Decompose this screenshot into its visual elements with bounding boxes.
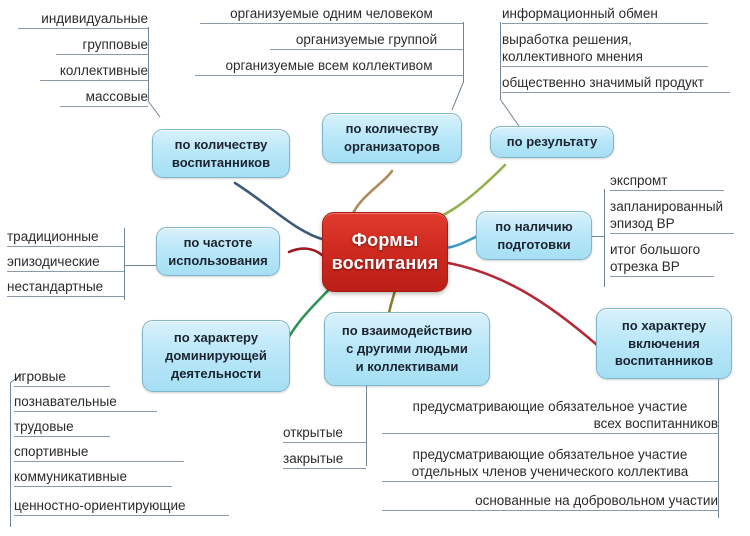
node-nalichie-podgotovki[interactable]: по наличию подготовки — [476, 211, 592, 260]
bracket-leg-kv — [147, 100, 161, 118]
bracket-rail-vz — [366, 386, 367, 466]
node-harakter-vklyucheniya[interactable]: по характеру включения воспитанников — [596, 308, 732, 379]
leaf-tradicionnye: традиционные — [7, 228, 124, 247]
bracket-rail-ci — [124, 228, 125, 300]
center-node[interactable]: Формы воспитания — [322, 212, 448, 292]
leaf-predusm-b-line1: предусматривающие обязательное участие — [412, 447, 688, 462]
bracket-leg-pr — [499, 98, 520, 127]
leaf-zaplan-line2: эпизод ВР — [610, 215, 734, 234]
leaf-vyrabotka-line1: выработка решения, — [502, 32, 632, 47]
node-label-line: воспитанников — [614, 353, 714, 369]
leaf-org-odnim: организуемые одним человеком — [200, 5, 463, 24]
leaf-obshch-produkt: общественно значимый продукт — [502, 74, 730, 93]
leaf-itog-line1: итог большого — [610, 242, 701, 257]
leaf-massovye: массовые — [60, 88, 148, 107]
leaf-trudovye: трудовые — [14, 418, 110, 437]
bracket-rail-np — [604, 189, 605, 287]
leaf-vyrabotka-line2: коллективного мнения — [502, 48, 708, 67]
leaf-predusm-a-line2: всех воспитанников — [382, 415, 718, 434]
leaf-epizodicheskie: эпизодические — [7, 253, 124, 272]
node-label-line: по наличию — [495, 218, 573, 234]
leaf-zakrytye: закрытые — [283, 450, 366, 469]
node-chastota-ispolzovaniya[interactable]: по частоте использования — [156, 227, 280, 276]
leaf-poznavatelnye: познавательные — [14, 393, 157, 412]
center-node-line1: Формы — [351, 229, 419, 250]
node-po-rezultatu[interactable]: по результату — [490, 126, 614, 158]
node-label-line: подготовки — [497, 236, 571, 252]
node-label-line: по количеству — [174, 136, 268, 152]
node-label-line: с другими людьми — [346, 341, 468, 357]
leaf-gruppovye: групповые — [56, 36, 148, 55]
leaf-igrovye: игровые — [14, 368, 110, 387]
node-label-line: по характеру — [173, 330, 259, 346]
leaf-nestandartnye: нестандартные — [7, 278, 124, 297]
link-nalichie-podgotovki — [444, 234, 480, 250]
bracket-rail-pr — [500, 22, 501, 99]
leaf-itog-line2: отрезка ВР — [610, 258, 714, 277]
bracket-leg-ko — [451, 82, 464, 111]
leaf-osnovannye: основанные на добровольном участии — [382, 492, 718, 511]
node-label-line: и коллективами — [355, 358, 459, 374]
node-kolichestvo-organizatorov[interactable]: по количеству организаторов — [322, 113, 462, 163]
leaf-org-vsem: организуемые всем коллективом — [195, 57, 463, 76]
leaf-sportivnye: спортивные — [14, 443, 184, 462]
link-chastota-ispolzovaniya — [287, 247, 324, 257]
leaf-otkrytye: открытые — [283, 424, 366, 443]
leaf-individualnye: индивидуальные — [18, 10, 148, 29]
node-label-line: воспитанников — [171, 154, 271, 170]
node-label-line: доминирующей — [165, 348, 267, 364]
node-vzaimodeystvie[interactable]: по взаимодействию с другими людьми и кол… — [324, 312, 490, 386]
leaf-zaplan-line1: запланированный — [610, 199, 724, 214]
bracket-rail-hd — [10, 383, 11, 527]
bracket-stub-np — [592, 236, 605, 237]
leaf-predusm-a-line1: предусматривающие обязательное участие — [412, 399, 688, 414]
bracket-rail-hv — [718, 379, 719, 518]
leaf-kollektivnye: коллективные — [40, 62, 148, 81]
node-label-line: организаторов — [344, 139, 440, 154]
leaf-kommunikativnye: коммуникативные — [14, 468, 172, 487]
leaf-cennostno: ценностно-ориентирующие — [14, 497, 229, 516]
center-node-line2: воспитания — [331, 253, 439, 273]
node-harakter-dominiruyushchey[interactable]: по характеру доминирующей деятельности — [142, 320, 290, 392]
node-kolichestvo-vospitannikov[interactable]: по количеству воспитанников — [152, 129, 290, 178]
bracket-rail-kv — [148, 27, 149, 101]
node-label-line: включения — [628, 335, 700, 351]
leaf-inf-obmen: информационный обмен — [502, 5, 708, 24]
bracket-stub-ci — [124, 265, 156, 266]
node-label-line: использования — [168, 252, 268, 268]
leaf-ekspromt: экспромт — [610, 172, 724, 191]
node-label-line: деятельности — [170, 365, 262, 381]
node-label-line: по взаимодействию — [341, 323, 473, 339]
leaf-org-gruppoy: организуемые группой — [270, 31, 463, 50]
node-label-line: по результату — [506, 134, 598, 150]
node-label-line: по характеру — [621, 317, 707, 333]
node-label-line: по количеству — [345, 121, 439, 137]
bracket-rail-ko — [463, 22, 464, 83]
node-label-line: по частоте — [183, 234, 253, 250]
leaf-predusm-b-line2: отдельных членов ученического коллектива — [382, 463, 718, 482]
link-kolichestvo-organizatorov — [350, 169, 394, 218]
